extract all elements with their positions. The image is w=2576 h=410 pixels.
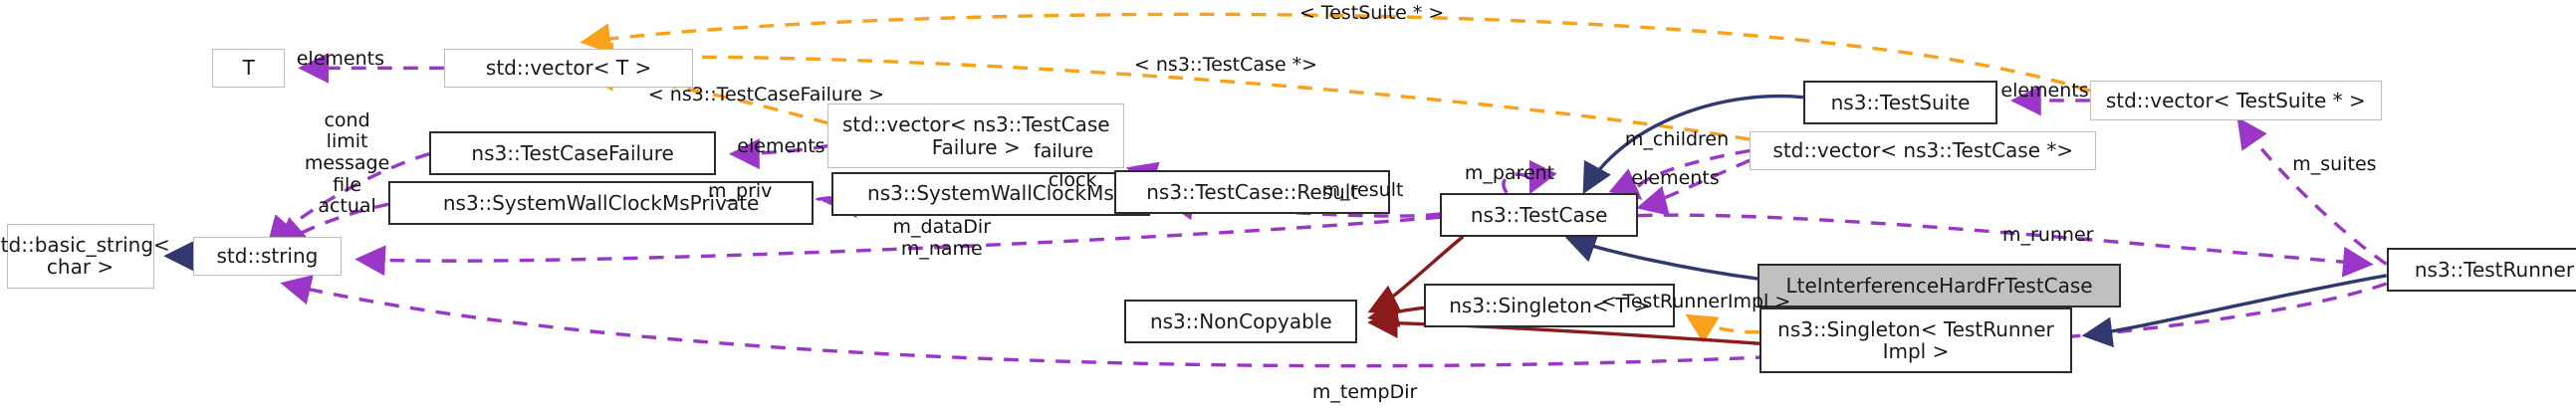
node-vec_tsptr[interactable]: std::vector< TestSuite * > bbox=[2089, 81, 2382, 120]
edge-tpl-ns3testcase-ptr bbox=[583, 42, 1751, 141]
edge-label-lbl_m_children: m_children bbox=[1624, 128, 1730, 151]
edge-elements-tcptr bbox=[1636, 158, 1751, 216]
node-basicstring[interactable]: std::basic_string< char > bbox=[0, 223, 170, 289]
node-vec_tcptr[interactable]: std::vector< ns3::TestCase *> bbox=[1750, 130, 2097, 170]
node-noncopyable[interactable]: ns3::NonCopyable bbox=[1124, 300, 1358, 344]
node-vec_tcfail[interactable]: std::vector< ns3::TestCase Failure > bbox=[827, 103, 1125, 169]
edge-label-lbl_m_tempDir: m_tempDir bbox=[1311, 381, 1418, 404]
edge-tpl-testrunnerimpl bbox=[1685, 313, 1759, 343]
edge-label-lbl_fields: cond limit message file actual bbox=[304, 108, 390, 218]
edge-label-lbl_m_suites: m_suites bbox=[2292, 152, 2377, 175]
node-syswallms[interactable]: ns3::SystemWallClockMs bbox=[830, 171, 1151, 216]
edge-elements-testcasefailure bbox=[729, 138, 828, 170]
edge-label-lbl_elements_fail: elements bbox=[737, 134, 825, 157]
node-ltetestcase[interactable]: LteInterferenceHardFrTestCase bbox=[1757, 264, 2121, 308]
node-singleton_t[interactable]: ns3::Singleton< T > bbox=[1424, 283, 1676, 327]
edge-label-lbl_ns3testcase_tpl: < ns3::TestCase *> bbox=[1133, 54, 1318, 77]
edge-label-lbl_elements_t: elements bbox=[296, 47, 384, 70]
node-vec_t[interactable]: std::vector< T > bbox=[443, 48, 694, 88]
node-tcresult[interactable]: ns3::TestCase::Result bbox=[1114, 169, 1390, 214]
edge-label-lbl_m_parent: m_parent bbox=[1464, 162, 1555, 185]
edge-private-singleton-noncopyable bbox=[1367, 297, 1425, 327]
edge-inherit-testsuite-testcase bbox=[1582, 94, 1804, 195]
node-testsuite[interactable]: ns3::TestSuite bbox=[1802, 81, 1998, 125]
node-t[interactable]: T bbox=[212, 48, 286, 88]
edge-m-tempDir bbox=[280, 275, 2388, 368]
edge-label-lbl_elements_tc: elements bbox=[1631, 167, 1720, 190]
node-stdstring[interactable]: std::string bbox=[192, 236, 343, 276]
edge-m-runner bbox=[1637, 213, 2374, 278]
edge-label-lbl_elements_ts: elements bbox=[2000, 80, 2089, 102]
edge-m-suites bbox=[2236, 116, 2388, 266]
edge-label-lbl_m_result: m_result bbox=[1321, 178, 1404, 201]
edge-tpl-testsuite-ptr bbox=[580, 12, 2091, 93]
edge-private-singletontri-noncopyable bbox=[1367, 308, 1760, 345]
edge-label-lbl_trimpl_tpl: < TestRunnerImpl > bbox=[1600, 291, 1791, 313]
node-testrunner[interactable]: ns3::TestRunnerImpl bbox=[2386, 248, 2576, 293]
node-syswallpriv[interactable]: ns3::SystemWallClockMsPrivate bbox=[388, 181, 814, 226]
edge-label-lbl_tcfail_tpl: < ns3::TestCaseFailure > bbox=[647, 83, 884, 105]
edge-label-lbl_testsuite_tpl: < TestSuite * > bbox=[1298, 2, 1445, 25]
edge-m-children bbox=[1608, 148, 1751, 200]
edge-inherit-lte-testcase bbox=[1564, 233, 1758, 281]
edge-label-lbl_m_runner: m_runner bbox=[2002, 224, 2094, 247]
edge-inherit-testrunner-singleton bbox=[2081, 274, 2387, 348]
node-singleton_tri[interactable]: ns3::Singleton< TestRunner Impl > bbox=[1758, 308, 2072, 373]
edge-m-parent bbox=[1502, 159, 1557, 195]
edge-label-lbl_m_priv: m_priv bbox=[708, 180, 773, 203]
node-testcase[interactable]: ns3::TestCase bbox=[1440, 192, 1638, 237]
edge-label-lbl_failure: failure bbox=[1034, 139, 1094, 162]
edge-label-lbl_m_dataDir: m_dataDir m_name bbox=[892, 216, 992, 260]
edge-label-lbl_clock: clock bbox=[1048, 168, 1097, 191]
node-testcasefail[interactable]: ns3::TestCaseFailure bbox=[429, 130, 717, 175]
